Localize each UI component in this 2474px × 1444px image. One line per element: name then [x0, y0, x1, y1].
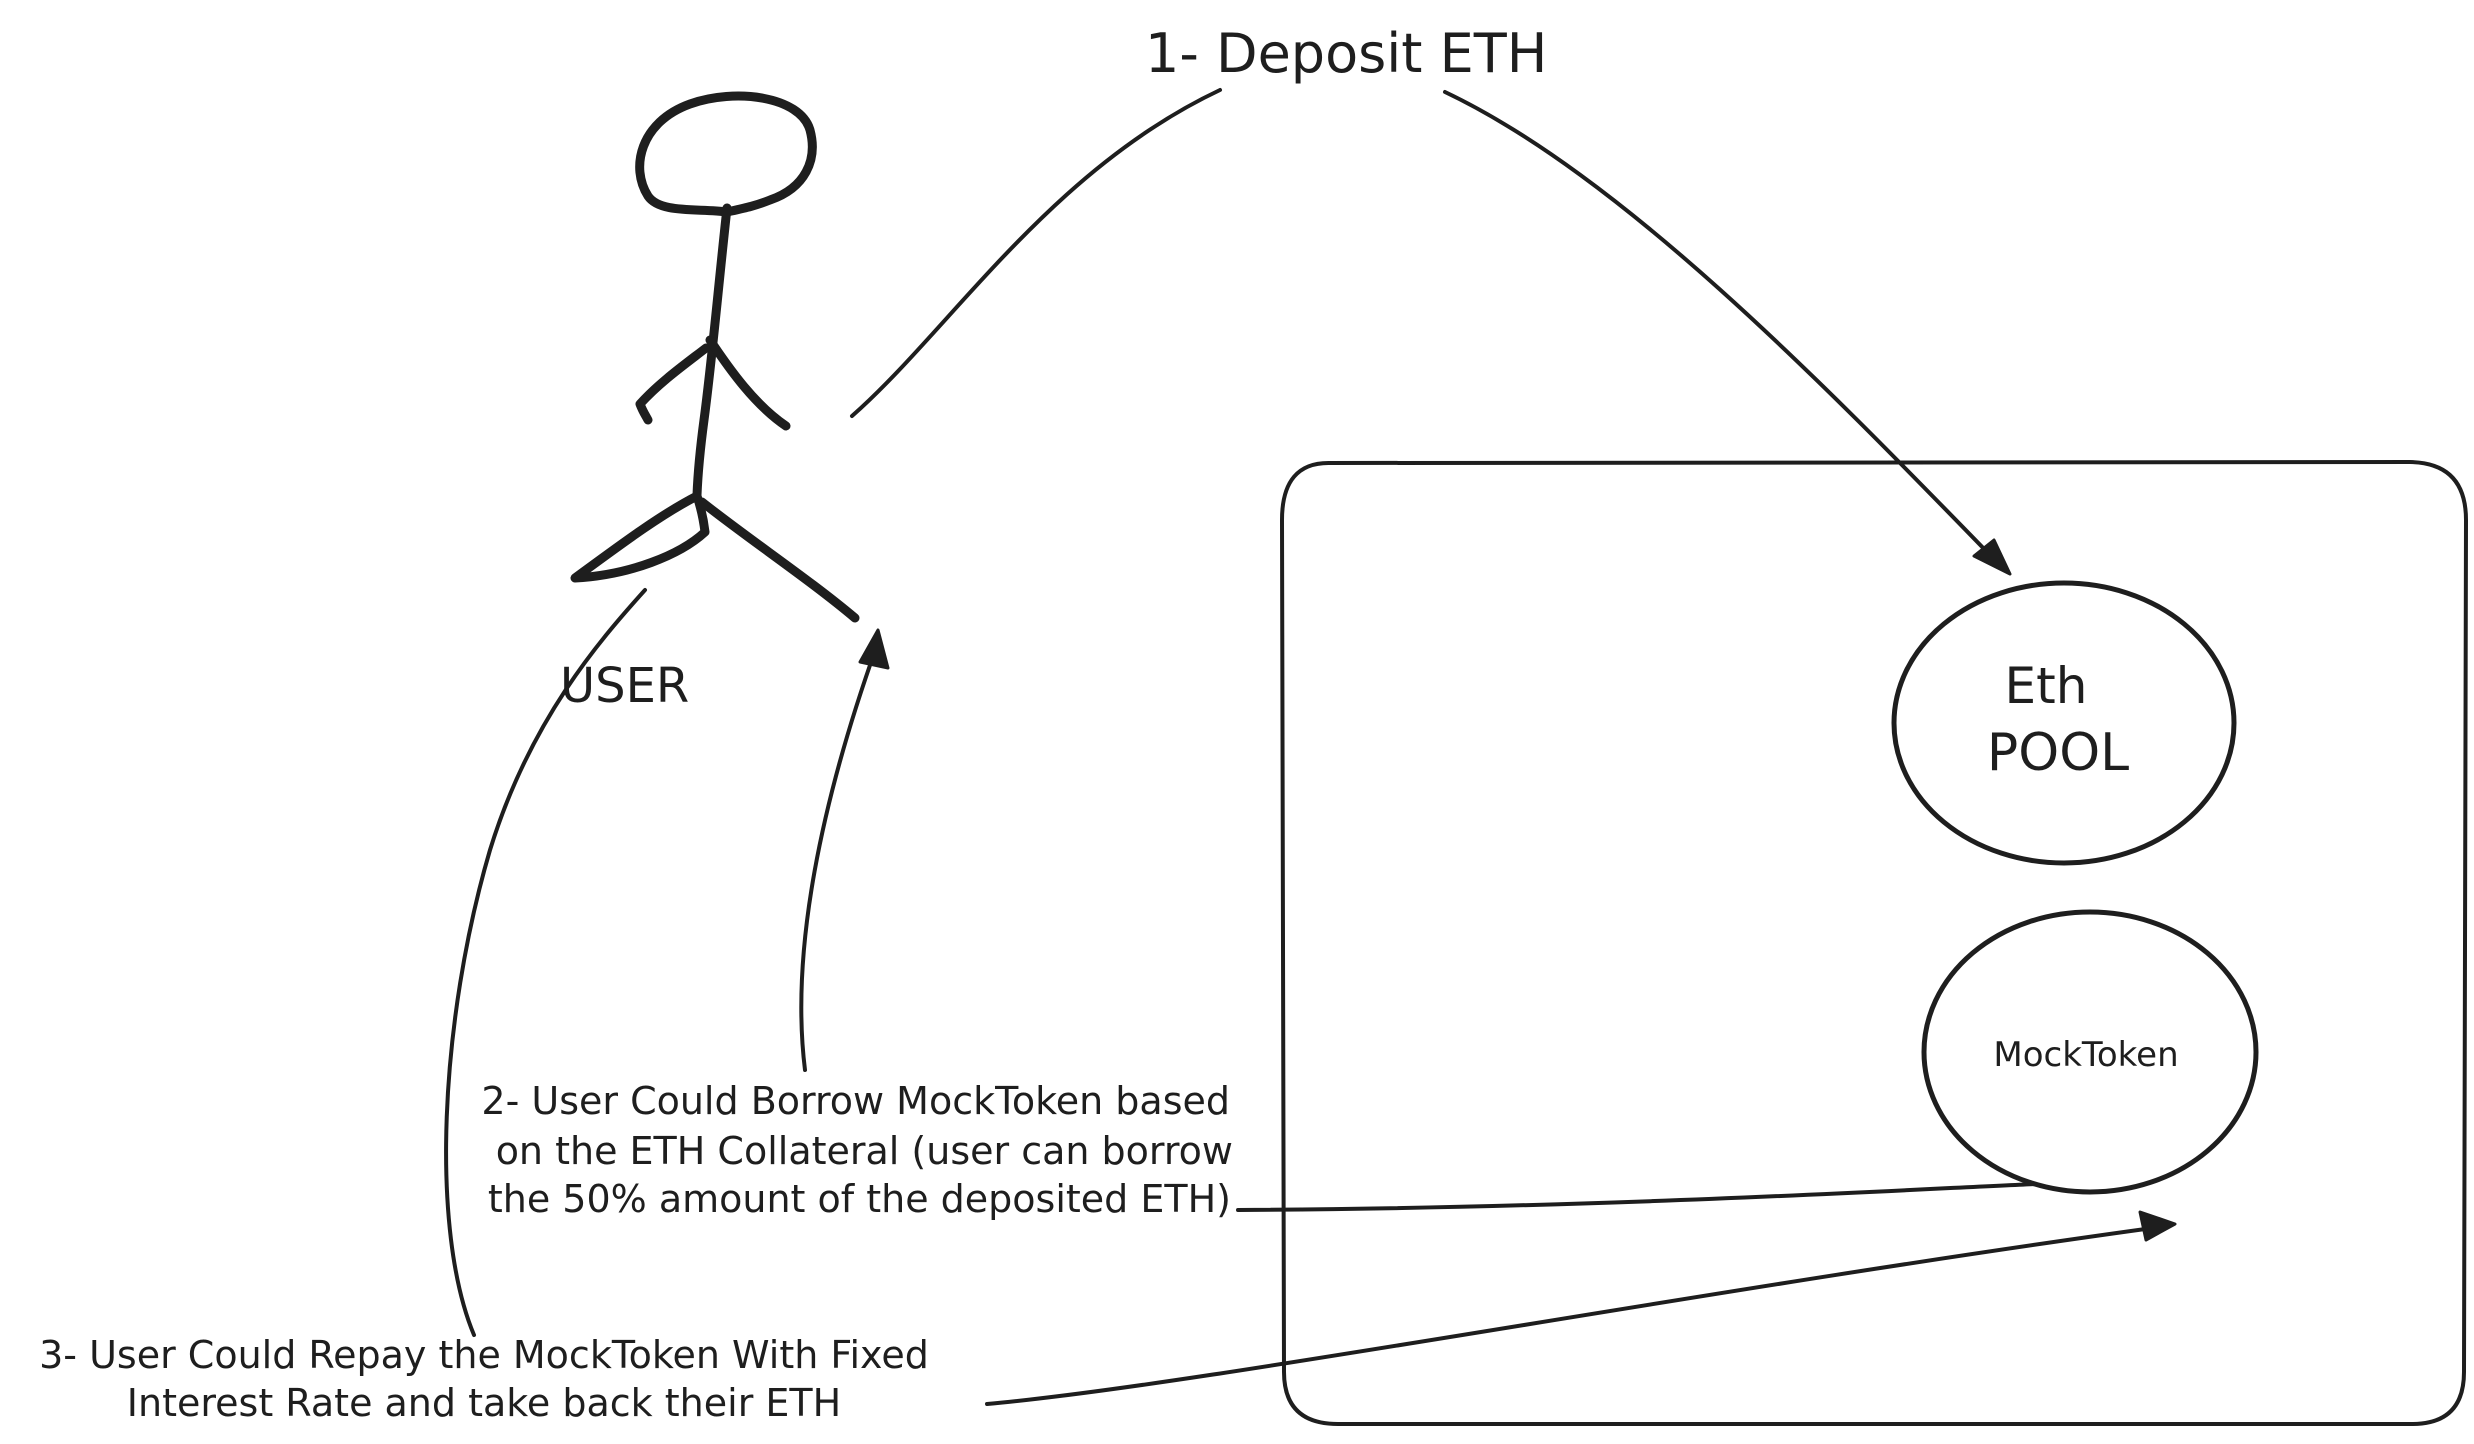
deposit-arrow: [850, 88, 2012, 576]
eth-pool-node: [1891, 580, 2237, 866]
borrow-arrow-line-2: [799, 646, 878, 1072]
repay-arrowhead: [2138, 1210, 2177, 1242]
step1-label: 1- Deposit ETH: [1145, 22, 1547, 85]
mocktoken-label: MockToken: [1993, 1035, 2178, 1075]
deposit-arrow-line: [850, 88, 1222, 418]
user-right-arm: [705, 335, 791, 431]
step2-label-line2: on the ETH Collateral (user can borrow: [496, 1129, 1233, 1173]
user-stick-figure: [570, 91, 860, 623]
borrow-arrow: [799, 628, 2037, 1212]
repay-arrow-line-1: [444, 588, 647, 1337]
borrow-arrowhead: [858, 628, 890, 670]
mocktoken-node: [1921, 909, 2259, 1195]
deposit-arrow-line-2: [1443, 90, 1992, 557]
pool-container: [1280, 460, 2468, 1426]
eth-pool-label-line2: POOL: [1987, 723, 2129, 783]
user-left-leg: [570, 491, 710, 583]
user-left-arm: [635, 343, 711, 425]
user-body: [692, 203, 732, 500]
repay-arrow-line-2: [985, 1225, 2162, 1406]
user-right-leg: [697, 497, 860, 623]
deposit-arrowhead: [1972, 538, 2012, 576]
step3-label-line1: 3- User Could Repay the MockToken With F…: [39, 1333, 929, 1377]
step3-label-line2: Interest Rate and take back their ETH: [127, 1381, 841, 1425]
borrow-arrow-line: [1236, 1182, 2037, 1212]
step2-label-line1: 2- User Could Borrow MockToken based: [481, 1079, 1230, 1123]
user-head: [635, 91, 817, 217]
eth-pool-label-line1: Eth: [2005, 657, 2088, 715]
user-label: USER: [560, 658, 689, 714]
repay-arrow: [444, 588, 2177, 1406]
step2-label-line3: the 50% amount of the deposited ETH): [488, 1177, 1231, 1221]
